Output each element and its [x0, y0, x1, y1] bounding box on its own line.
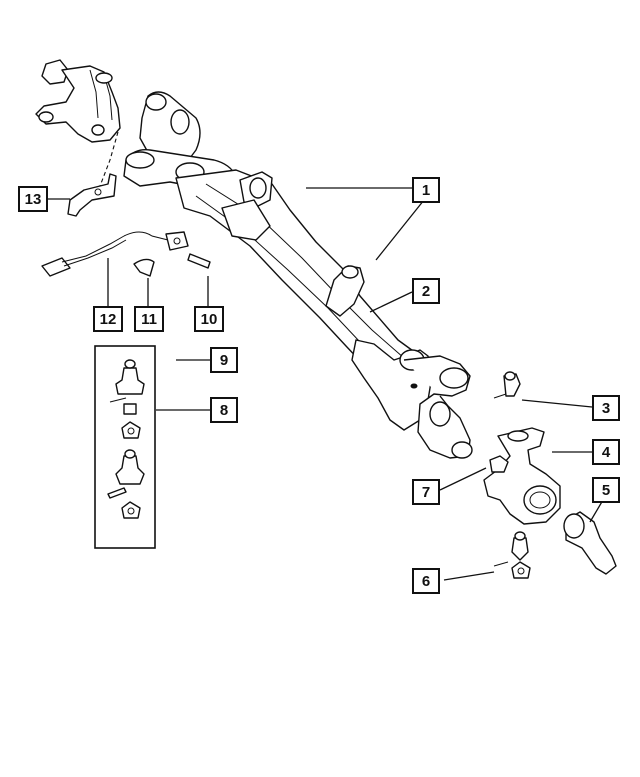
knuckle-inset-drawing [35, 59, 121, 187]
callout-10[interactable]: 10 [194, 306, 224, 332]
leader-lines [30, 187, 604, 581]
ball-joint-inset-drawing [94, 345, 156, 549]
axle-housing-drawing [123, 91, 473, 459]
sensor-drawing [41, 231, 211, 277]
bracket-drawing [67, 173, 117, 217]
callout-4[interactable]: 4 [592, 439, 620, 465]
callout-13[interactable]: 13 [18, 186, 48, 212]
callout-12[interactable]: 12 [93, 306, 123, 332]
callout-6[interactable]: 6 [412, 568, 440, 594]
callout-8[interactable]: 8 [210, 397, 238, 423]
callout-9[interactable]: 9 [210, 347, 238, 373]
callout-5[interactable]: 5 [592, 477, 620, 503]
callout-2[interactable]: 2 [412, 278, 440, 304]
callout-11[interactable]: 11 [134, 306, 164, 332]
right-knuckle-drawing [483, 371, 617, 579]
callout-1[interactable]: 1 [412, 177, 440, 203]
callout-3[interactable]: 3 [592, 395, 620, 421]
callout-7[interactable]: 7 [412, 479, 440, 505]
